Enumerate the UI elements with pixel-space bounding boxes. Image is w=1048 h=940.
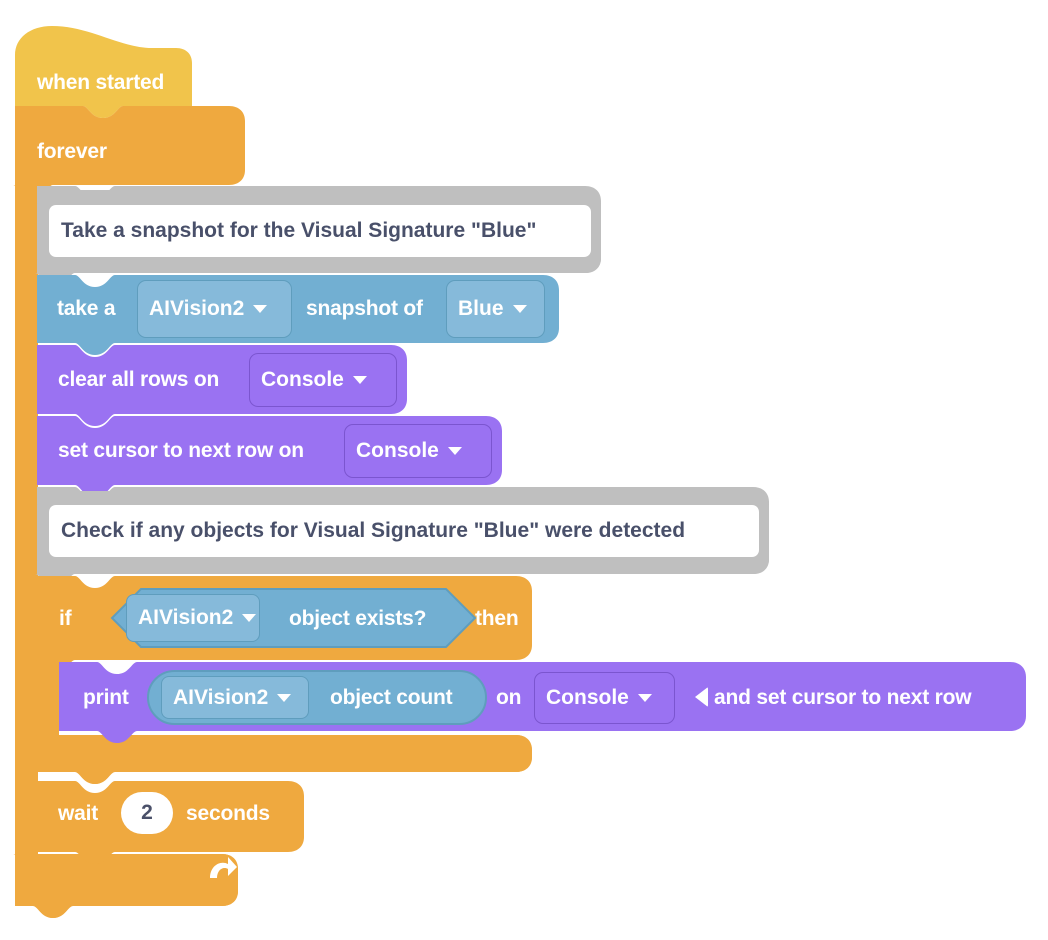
wait-suffix-label: seconds [186, 802, 270, 825]
comment-textbox-1[interactable]: Take a snapshot for the Visual Signature… [49, 205, 591, 257]
if-condition-text-label: object exists? [289, 607, 427, 630]
chevron-down-icon [447, 447, 462, 455]
take-snapshot-middle-label: snapshot of [306, 297, 423, 320]
if-condition-device-dropdown[interactable]: AIVision2 [126, 594, 260, 642]
when-started-block-shape[interactable] [15, 26, 192, 118]
chevron-down-icon [637, 694, 652, 702]
set-cursor-target-value: Console [356, 439, 439, 462]
clear-rows-target-dropdown[interactable]: Console [249, 353, 397, 407]
print-prefix-label: print [83, 686, 129, 709]
clear-rows-prefix-label: clear all rows on [58, 368, 220, 391]
print-target-value: Console [546, 686, 629, 709]
forever-left-arm [15, 180, 38, 860]
collapse-left-triangle-icon[interactable] [695, 687, 708, 707]
print-reporter-text-label: object count [330, 686, 453, 709]
wait-seconds-input[interactable]: 2 [121, 792, 173, 834]
chevron-down-icon [512, 305, 527, 313]
if-block-bottom-bar [37, 735, 532, 784]
set-cursor-target-dropdown[interactable]: Console [344, 424, 492, 478]
if-suffix-label: then [475, 607, 519, 630]
print-middle-label: on [496, 686, 522, 709]
forever-bottom-bar [15, 854, 238, 918]
print-reporter-device-dropdown[interactable]: AIVision2 [161, 676, 309, 719]
when-started-label: when started [37, 71, 165, 94]
print-target-dropdown[interactable]: Console [534, 672, 675, 724]
wait-prefix-label: wait [58, 802, 99, 825]
wait-seconds-value: 2 [141, 801, 153, 824]
snapshot-signature-dropdown[interactable]: Blue [446, 280, 545, 338]
if-block-left-arm [37, 650, 59, 745]
take-snapshot-prefix-label: take a [57, 297, 116, 320]
if-condition-device-value: AIVision2 [138, 606, 234, 629]
chevron-down-icon [253, 305, 268, 313]
if-prefix-label: if [59, 607, 72, 630]
chevron-down-icon [352, 376, 367, 384]
snapshot-device-value: AIVision2 [149, 297, 245, 320]
forever-label: forever [37, 140, 107, 163]
set-cursor-prefix-label: set cursor to next row on [58, 439, 304, 462]
comment-text-2: Check if any objects for Visual Signatur… [61, 519, 686, 542]
print-suffix-label: and set cursor to next row [714, 686, 972, 709]
comment-text-1: Take a snapshot for the Visual Signature… [61, 219, 537, 242]
snapshot-signature-value: Blue [458, 297, 504, 320]
chevron-down-icon [277, 693, 292, 702]
clear-rows-target-value: Console [261, 368, 344, 391]
loop-arrow-icon [210, 857, 237, 878]
comment-textbox-2[interactable]: Check if any objects for Visual Signatur… [49, 505, 759, 557]
print-reporter-device-value: AIVision2 [173, 685, 269, 709]
snapshot-device-dropdown[interactable]: AIVision2 [137, 280, 292, 338]
chevron-down-icon [242, 614, 257, 622]
